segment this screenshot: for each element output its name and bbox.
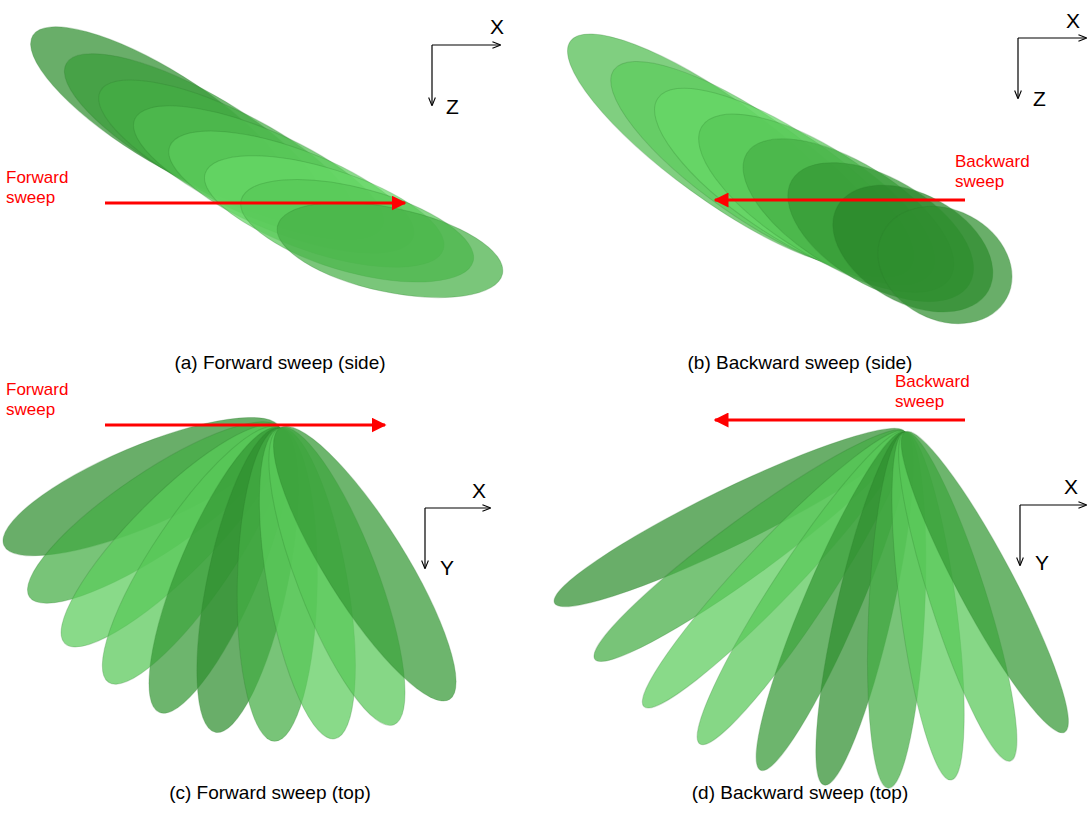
axis-label: Z: [1033, 86, 1063, 111]
sweep-arrow: [105, 202, 405, 205]
axis-z: [431, 45, 432, 105]
axis-x: [1018, 37, 1086, 38]
axis-z: [1017, 38, 1018, 98]
subfigure-caption: (c) Forward sweep (top): [20, 782, 520, 805]
wing-shape: [269, 185, 511, 315]
subfigure-caption: (d) Backward sweep (top): [550, 782, 1050, 805]
wing-shape: [246, 407, 483, 721]
axis-label: X: [472, 478, 502, 503]
subfigure-caption: (b) Backward sweep (side): [550, 352, 1050, 375]
axis-x: [1020, 504, 1086, 505]
axis-label: Z: [446, 94, 476, 119]
axis-label: Y: [1035, 550, 1065, 575]
sweep-arrow: [105, 424, 385, 427]
axis-y: [424, 508, 425, 568]
axis-x: [425, 507, 490, 508]
subfigure-caption: (a) Forward sweep (side): [30, 352, 530, 375]
axis-label: Y: [440, 555, 470, 580]
sweep-arrow: [715, 199, 965, 202]
wing-shape: [857, 184, 1032, 347]
sweep-arrow: [715, 419, 965, 422]
axis-x: [432, 44, 500, 45]
axis-label: X: [1066, 8, 1086, 33]
axis-y: [1019, 505, 1020, 565]
wing-shape: [880, 419, 1089, 745]
sweep-label: Backward sweep: [955, 152, 1045, 193]
sweep-label: Backward sweep: [895, 372, 985, 413]
axis-label: X: [1064, 474, 1086, 499]
sweep-label: Forward sweep: [6, 168, 86, 209]
sweep-label: Forward sweep: [6, 380, 86, 421]
axis-label: X: [490, 14, 520, 39]
